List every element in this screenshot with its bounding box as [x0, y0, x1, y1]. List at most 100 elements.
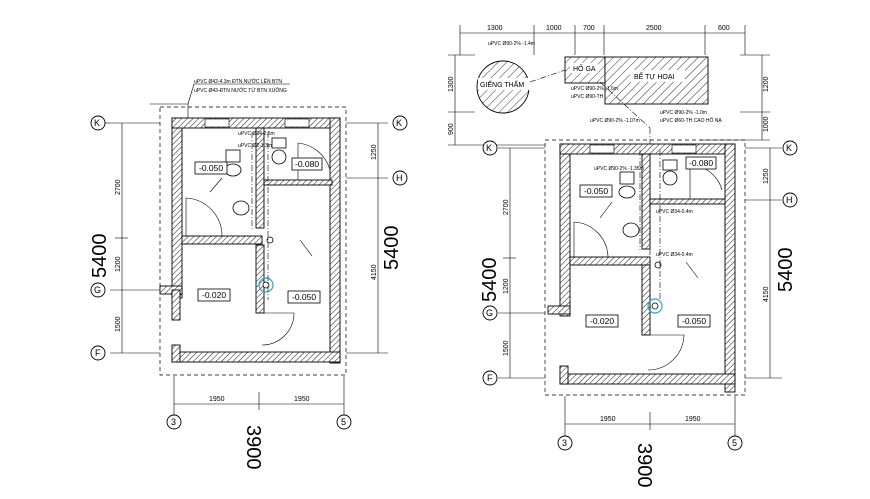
- svg-text:600: 600: [718, 25, 730, 32]
- svg-text:1950: 1950: [294, 396, 310, 403]
- svg-text:1250: 1250: [371, 144, 378, 160]
- svg-text:1000: 1000: [546, 25, 562, 32]
- svg-text:-0.050: -0.050: [682, 316, 706, 326]
- svg-text:uPVC Ø34-2.5m: uPVC Ø34-2.5m: [238, 131, 275, 137]
- right-axis-bubbles: K G F K H 3 5: [482, 140, 798, 451]
- svg-text:1200: 1200: [115, 256, 122, 272]
- svg-text:1500: 1500: [503, 340, 510, 356]
- svg-text:5400: 5400: [89, 234, 111, 279]
- svg-text:4150: 4150: [763, 286, 770, 302]
- svg-text:GIẾNG THẤM: GIẾNG THẤM: [480, 79, 524, 89]
- left-toilet-2-icon: [271, 137, 287, 149]
- right-toilet-icon: [619, 171, 635, 185]
- svg-text:G: G: [94, 285, 101, 295]
- svg-text:5400: 5400: [775, 248, 797, 293]
- svg-text:900: 900: [448, 123, 455, 135]
- svg-text:3: 3: [562, 438, 567, 448]
- left-pipe-line: [251, 132, 269, 300]
- right-sink-icon: [622, 222, 640, 238]
- svg-text:3900: 3900: [633, 443, 655, 488]
- svg-text:K: K: [396, 118, 402, 128]
- left-floor-drain-2-icon: [262, 281, 270, 289]
- left-sink-icon: [232, 200, 250, 216]
- left-toilet-2-bowl-icon: [271, 149, 287, 165]
- right-dims-right: 1250 4150 5400: [745, 147, 797, 379]
- right-infiltration-well: GIẾNG THẤM: [476, 60, 530, 114]
- svg-text:-0.050: -0.050: [292, 292, 316, 302]
- svg-text:700: 700: [583, 25, 595, 32]
- svg-text:H: H: [396, 173, 403, 183]
- right-floor-drain-highlight: [647, 298, 663, 314]
- svg-text:uPVC Ø90-TH: uPVC Ø90-TH: [571, 94, 604, 100]
- svg-text:uPVC Ø90-2% -1.0m: uPVC Ø90-2% -1.0m: [660, 110, 707, 116]
- svg-text:uPVC Ø42-4.3m ĐTN NƯỚC LÊN BTN: uPVC Ø42-4.3m ĐTN NƯỚC LÊN BTN: [194, 77, 282, 85]
- svg-text:1000: 1000: [763, 116, 770, 132]
- left-plan: -0.050 -0.080 -0.020 -0.050 uPVC Ø42-4.3…: [89, 77, 408, 470]
- svg-text:2500: 2500: [646, 25, 662, 32]
- svg-text:3: 3: [171, 417, 176, 427]
- svg-text:uPVC Ø90-2% -1.35m: uPVC Ø90-2% -1.35m: [594, 166, 644, 172]
- right-septic-tank: BỂ TỰ HOẠI: [604, 56, 709, 105]
- svg-text:K: K: [786, 143, 792, 153]
- right-inspection-pit: HỐ GA: [564, 56, 606, 84]
- right-toilet-2-bowl-icon: [662, 170, 678, 186]
- left-door-swing-3: [261, 312, 295, 346]
- right-door-swing-1: [573, 221, 609, 258]
- svg-text:uPVC Ø90-2% -1.07m: uPVC Ø90-2% -1.07m: [590, 118, 640, 124]
- svg-text:uPVC Ø90-2% -1.4m: uPVC Ø90-2% -1.4m: [488, 41, 535, 47]
- left-axis-bubbles: K G F K H 3 5: [90, 115, 408, 430]
- svg-text:uPVC Ø60-TH CAO HỐ NẠ: uPVC Ø60-TH CAO HỐ NẠ: [660, 117, 722, 124]
- right-plan: 1300 1000 700 2500 600 1300 900 1200 100…: [448, 25, 798, 488]
- svg-text:F: F: [95, 348, 101, 358]
- svg-text:5: 5: [341, 417, 346, 427]
- svg-text:uPVC Ø43-ĐTN NƯỚC TỪ BTN XUỐNG: uPVC Ø43-ĐTN NƯỚC TỪ BTN XUỐNG: [194, 87, 287, 94]
- left-walls: [159, 117, 341, 364]
- left-floor-drain-icon: [266, 236, 274, 244]
- left-door-swing-2: [297, 142, 331, 180]
- svg-text:-0.050: -0.050: [199, 163, 223, 173]
- left-pipe-notes: uPVC Ø42-4.3m ĐTN NƯỚC LÊN BTN uPVC Ø43-…: [150, 77, 290, 149]
- svg-text:5: 5: [732, 438, 737, 448]
- svg-text:uPVC Ø2-1.3m: uPVC Ø2-1.3m: [238, 143, 272, 149]
- right-dims-bottom: 1950 1950 3900: [564, 396, 736, 488]
- svg-text:1950: 1950: [209, 396, 225, 403]
- right-dims-top-right: 1200 1000: [700, 54, 770, 141]
- right-door-swing-2: [689, 164, 723, 199]
- svg-text:1300: 1300: [487, 25, 503, 32]
- svg-text:1250: 1250: [763, 168, 770, 184]
- right-toilet-2-icon: [662, 159, 678, 171]
- right-toilet-bowl-icon: [618, 185, 636, 199]
- svg-text:1200: 1200: [503, 278, 510, 294]
- left-dims-right: 1250 4150 5400: [346, 122, 403, 354]
- left-toilet-icon: [225, 149, 241, 163]
- svg-text:3900: 3900: [242, 425, 264, 470]
- svg-text:1300: 1300: [448, 76, 455, 92]
- svg-text:2700: 2700: [503, 199, 510, 215]
- svg-text:-0.020: -0.020: [202, 290, 226, 300]
- svg-text:uPVC Ø34-0.4m: uPVC Ø34-0.4m: [656, 209, 693, 215]
- left-floor-drain-highlight: [258, 277, 274, 293]
- right-site-outline: [544, 139, 746, 396]
- svg-text:4150: 4150: [371, 264, 378, 280]
- right-dims-left: 2700 1200 1500 5400: [479, 147, 545, 379]
- svg-text:-0.020: -0.020: [590, 316, 614, 326]
- right-dims-top: 1300 1000 700 2500 600: [459, 25, 746, 55]
- svg-text:-0.080: -0.080: [295, 159, 319, 169]
- right-room-labels: -0.050 -0.080 -0.020 -0.050: [579, 156, 717, 328]
- svg-text:5400: 5400: [381, 226, 403, 271]
- svg-text:K: K: [486, 143, 492, 153]
- left-door-swing-1: [185, 197, 223, 237]
- svg-text:K: K: [94, 118, 100, 128]
- left-site-outline: [159, 106, 347, 376]
- svg-text:2700: 2700: [115, 179, 122, 195]
- svg-text:H: H: [786, 195, 793, 205]
- svg-text:BỂ TỰ HOẠI: BỂ TỰ HOẠI: [634, 72, 675, 81]
- svg-text:1200: 1200: [763, 76, 770, 92]
- svg-text:1950: 1950: [600, 416, 616, 423]
- svg-text:1500: 1500: [115, 316, 122, 332]
- svg-text:-0.080: -0.080: [689, 158, 713, 168]
- right-floor-drain-2-icon: [651, 302, 659, 310]
- svg-text:-0.050: -0.050: [584, 186, 608, 196]
- svg-text:uPVC Ø34-0.4m: uPVC Ø34-0.4m: [656, 252, 693, 258]
